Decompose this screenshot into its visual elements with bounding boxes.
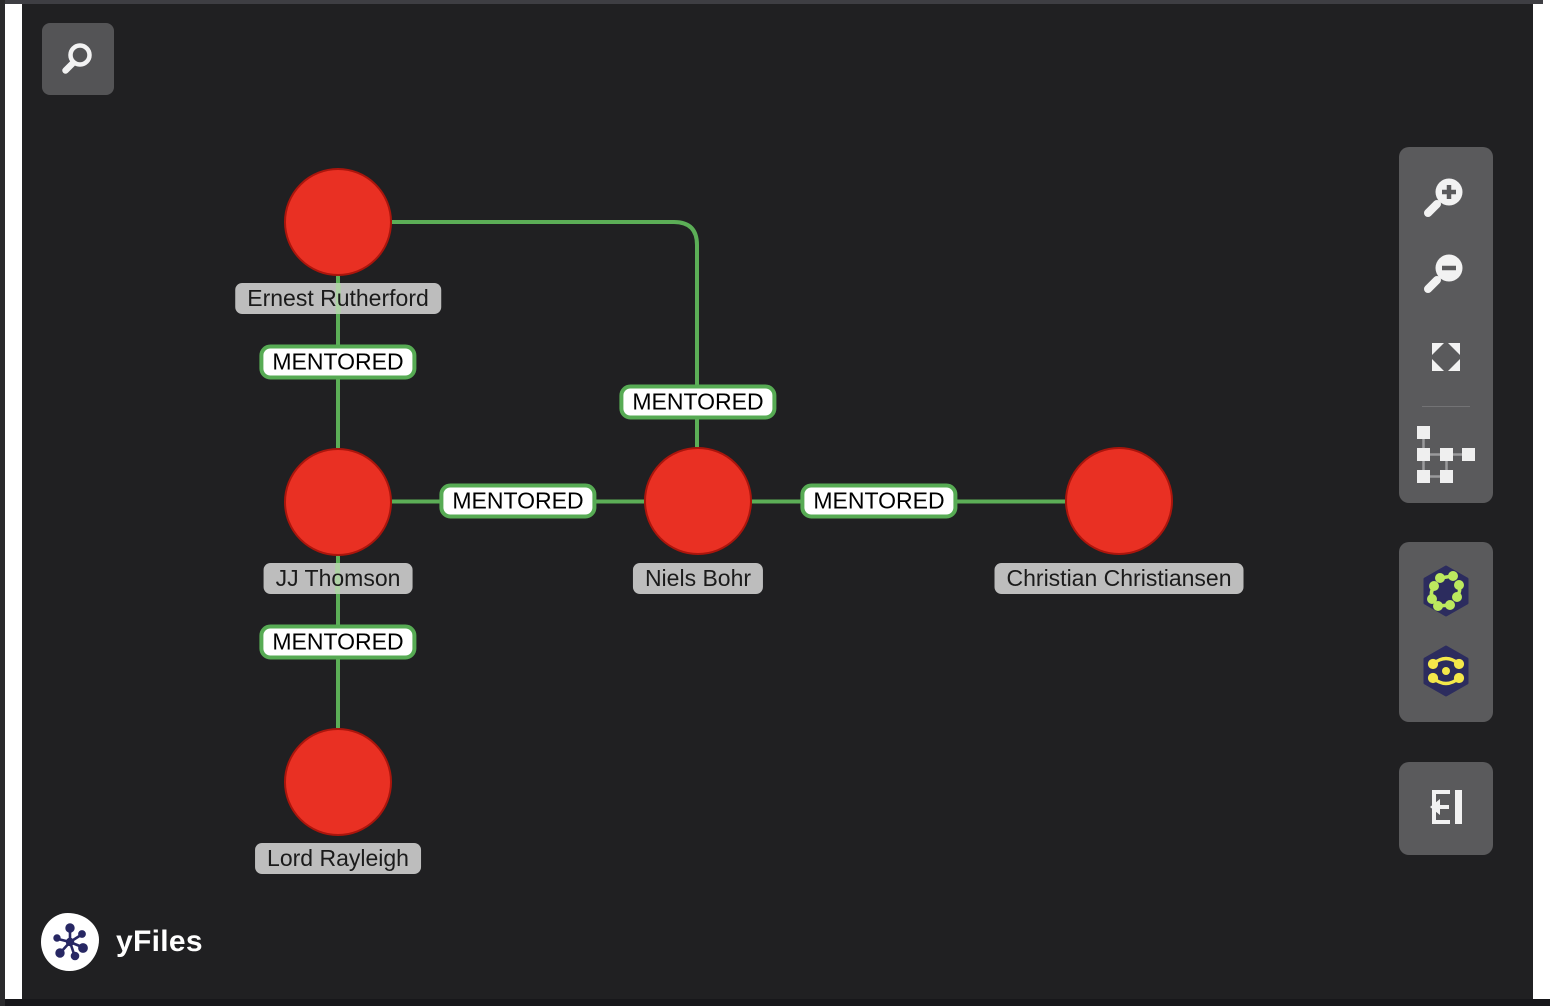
- edge-label-mentored-rutherford-bohr[interactable]: MENTORED: [619, 384, 777, 420]
- node-label-christian-christiansen[interactable]: Christian Christiansen: [994, 563, 1244, 594]
- yfiles-logo-link[interactable]: yFiles: [41, 913, 203, 971]
- hierarchic-layout-icon: [1417, 426, 1475, 483]
- zoom-out-button[interactable]: [1423, 250, 1469, 299]
- zoom-in-button[interactable]: [1423, 174, 1469, 223]
- circular-layout-button[interactable]: [1420, 645, 1472, 700]
- fit-content-icon: [1432, 343, 1460, 371]
- edge-label-mentored-thomson-rayleigh[interactable]: MENTORED: [259, 624, 417, 660]
- node-label-text: Christian Christiansen: [1006, 565, 1232, 591]
- node-label-text: JJ Thomson: [275, 565, 401, 591]
- yfiles-logo-text: yFiles: [116, 925, 203, 958]
- node-lord-rayleigh[interactable]: [284, 728, 392, 836]
- layout-toolbar-panel: [1399, 542, 1493, 722]
- zoom-out-icon: [1424, 254, 1463, 293]
- organic-layout-icon: [1423, 565, 1469, 617]
- organic-layout-button[interactable]: [1420, 565, 1472, 620]
- edge-label-mentored-thomson-bohr[interactable]: MENTORED: [439, 483, 597, 519]
- exit-toolbar-panel: [1399, 762, 1493, 855]
- node-ernest-rutherford[interactable]: [284, 168, 392, 276]
- window-top-strip: [0, 0, 1543, 4]
- hierarchic-layout-button[interactable]: [1417, 426, 1475, 486]
- toolbar-divider: [1422, 406, 1470, 407]
- exit-sidebar-button[interactable]: [1424, 785, 1468, 832]
- view-toolbar-panel: [1399, 147, 1493, 503]
- node-niels-bohr[interactable]: [644, 447, 752, 555]
- exit-sidebar-icon: [1430, 790, 1462, 824]
- edge-rutherford-bohr[interactable]: [392, 220, 699, 447]
- node-label-lord-rayleigh[interactable]: Lord Rayleigh: [255, 843, 421, 874]
- search-button[interactable]: [42, 23, 114, 95]
- node-label-niels-bohr[interactable]: Niels Bohr: [632, 563, 764, 594]
- node-label-jj-thomson[interactable]: JJ Thomson: [263, 563, 413, 594]
- yfiles-splat-icon: [41, 913, 99, 971]
- node-label-text: Ernest Rutherford: [247, 285, 429, 311]
- window-bottom-strip: [0, 999, 1550, 1006]
- fit-content-button[interactable]: [1426, 337, 1466, 380]
- node-label-ernest-rutherford[interactable]: Ernest Rutherford: [235, 283, 441, 314]
- window-left-strip: [0, 0, 5, 1006]
- node-label-text: Niels Bohr: [644, 565, 752, 591]
- search-icon: [62, 43, 92, 74]
- node-christian-christiansen[interactable]: [1065, 447, 1173, 555]
- circular-layout-icon: [1423, 645, 1469, 697]
- edge-label-mentored-rutherford-thomson[interactable]: MENTORED: [259, 344, 417, 380]
- node-label-text: Lord Rayleigh: [267, 845, 409, 871]
- node-jj-thomson[interactable]: [284, 448, 392, 556]
- edge-label-mentored-bohr-christiansen[interactable]: MENTORED: [800, 483, 958, 519]
- zoom-in-icon: [1424, 178, 1463, 217]
